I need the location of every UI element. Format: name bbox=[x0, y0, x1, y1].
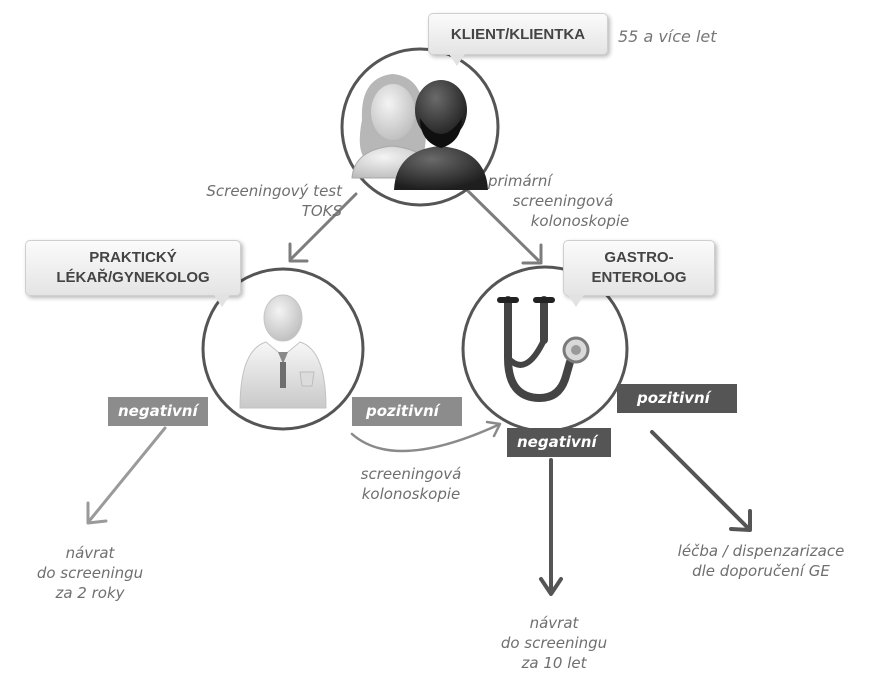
edge-client-to-gp-label: Screeningový test TOKS bbox=[206, 182, 342, 220]
edge-client-to-ge-label: primární screeningová kolonoskopie bbox=[488, 172, 630, 230]
gp-bubble: PRAKTICKÝ LÉKAŘ/GYNEKOLOG bbox=[25, 240, 241, 307]
ge-label-line1: GASTRO- bbox=[604, 249, 674, 266]
man-icon bbox=[394, 80, 488, 190]
edge-gp-to-ge-label: screeningová kolonoskopie bbox=[360, 465, 462, 503]
ge-negative-tag: negativní bbox=[507, 428, 611, 457]
gp-circle bbox=[201, 267, 365, 431]
outcome-ge-negative: návrat do screeningu za 10 let bbox=[500, 614, 608, 672]
gp-label-line1: PRAKTICKÝ bbox=[89, 249, 177, 266]
woman-icon bbox=[351, 74, 433, 179]
gp-label-line2: LÉKAŘ/GYNEKOLOG bbox=[56, 269, 210, 286]
doctor-icon bbox=[239, 294, 327, 409]
client-label: KLIENT/KLIENTKA bbox=[450, 26, 586, 43]
ge-label-line2: ENTEROLOG bbox=[591, 269, 687, 286]
ge-positive-tag: pozitivní bbox=[617, 384, 737, 413]
arrow-gp-negative bbox=[88, 426, 167, 522]
outcome-gp-negative: návrat do screeningu za 2 roky bbox=[36, 544, 144, 602]
gp-negative-tag: negativní bbox=[108, 397, 208, 426]
ge-circle bbox=[461, 265, 629, 433]
ge-bubble: GASTRO- ENTEROLOG bbox=[563, 240, 715, 307]
gp-positive-tag: pozitivní bbox=[352, 397, 462, 426]
outcome-ge-positive: léčba / dispenzarizace dle doporučení GE bbox=[677, 542, 845, 580]
client-circle bbox=[340, 47, 500, 207]
stethoscope-icon bbox=[497, 296, 590, 403]
arrow-gp-negative-head bbox=[86, 501, 108, 525]
arrow-gp-to-ge bbox=[350, 423, 500, 453]
arrow-client-to-gp-head bbox=[288, 242, 309, 263]
arrow-ge-positive bbox=[650, 430, 750, 530]
arrow-client-to-gp bbox=[290, 192, 358, 260]
arrow-ge-positive-head bbox=[729, 509, 752, 532]
client-bubble: KLIENT/KLIENTKA bbox=[428, 13, 608, 66]
arrow-client-to-ge-head bbox=[521, 243, 543, 265]
arrow-gp-to-ge-head bbox=[485, 420, 502, 438]
client-age: 55 a více let bbox=[618, 27, 717, 46]
arrow-client-to-ge bbox=[465, 188, 540, 262]
arrow-ge-negative-head bbox=[539, 577, 563, 596]
